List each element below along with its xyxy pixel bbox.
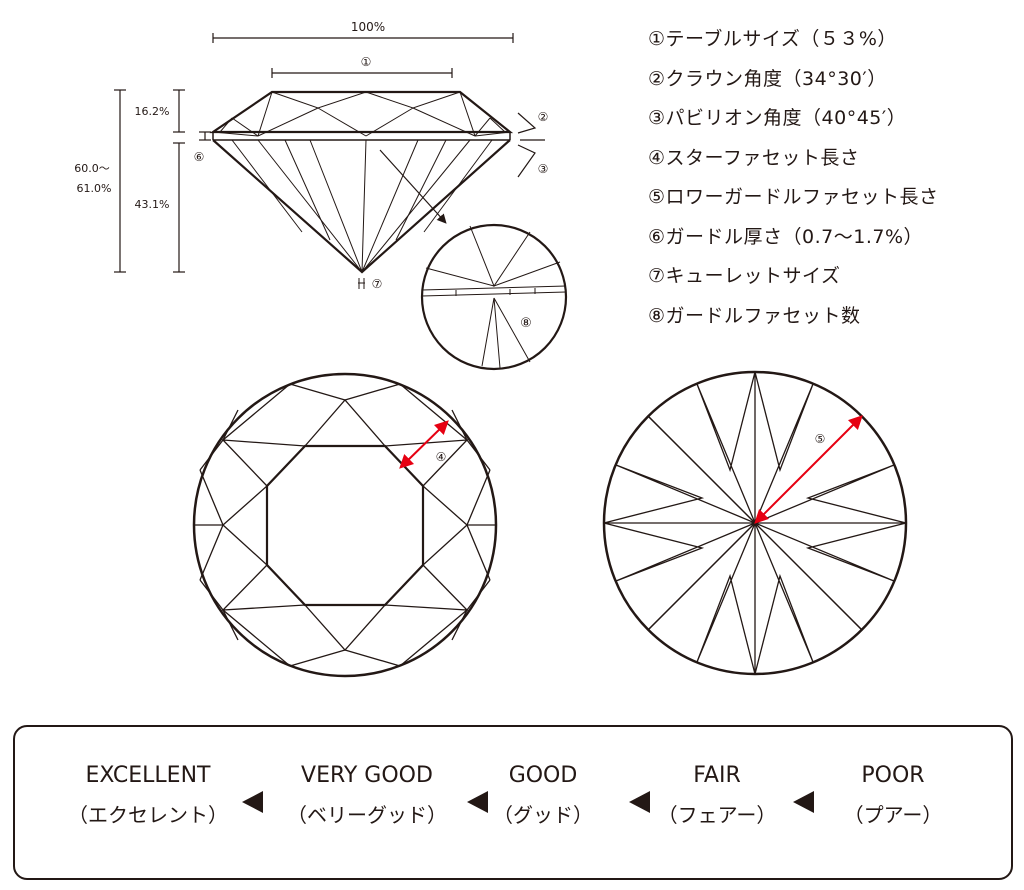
total-depth-label-line-2: 61.0% (77, 182, 112, 195)
pavilion-view-facets (603, 371, 907, 675)
total-width-label: 100% (351, 20, 385, 34)
table-octagon (265, 444, 425, 607)
grade-very-good: VERY GOOD （ベリーグッド） (257, 757, 477, 835)
grade-excellent-en: EXCELLENT (85, 763, 211, 788)
measurement-legend: ①テーブルサイズ（５３%） ②クラウン角度（34°30′） ③パビリオン角度（4… (648, 24, 939, 340)
pavilion-depth-label: 43.1% (135, 198, 170, 211)
detail-marker: ⑧ (520, 316, 532, 331)
legend-item-crown-angle: ②クラウン角度（34°30′） (648, 67, 887, 90)
pavilion-angle-marker: ③ (538, 162, 549, 176)
grade-fair-en: FAIR (693, 763, 741, 788)
culet-mark (358, 278, 365, 289)
table-dimension (271, 68, 453, 78)
legend-item-culet-size: ⑦キューレットサイズ (648, 265, 841, 287)
table-marker: ① (361, 55, 372, 69)
crown-height-label: 16.2% (135, 105, 170, 118)
girdle-band (212, 131, 511, 141)
grade-good: GOOD （グッド） (433, 757, 653, 835)
pavilion-bottom-view: ⑤ (602, 370, 908, 676)
grade-poor: POOR （プアー） (783, 757, 1003, 835)
grade-poor-jp: （プアー） (843, 803, 943, 827)
legend-item-lower-girdle-length: ⑤ロワーガードルファセット長さ (648, 186, 939, 208)
pavilion-facets (231, 139, 493, 273)
star-marker: ④ (436, 450, 447, 464)
legend-item-girdle-thickness: ⑥ガードル厚さ（0.7～1.7%） (648, 225, 924, 248)
grade-poor-en: POOR (861, 763, 925, 788)
crown-view-facets (194, 383, 496, 667)
left-arrow-icon (467, 791, 488, 813)
girdle-marker: ⑥ (194, 150, 205, 164)
legend-item-table-size: ①テーブルサイズ（５３%） (648, 28, 897, 50)
cut-diagram: 100% ① (74, 20, 908, 678)
legend-item-girdle-facet-count: ⑧ガードルファセット数 (648, 304, 861, 327)
angle-indicators (517, 112, 545, 178)
girdle-detail: ⑧ (420, 223, 568, 371)
grade-fair-jp: （フェアー） (657, 803, 777, 827)
crown-outline (209, 90, 514, 134)
culet-marker: ⑦ (372, 277, 383, 291)
left-arrow-icon (629, 791, 650, 813)
depth-dimensions (114, 89, 211, 273)
crown-angle-marker: ② (538, 110, 549, 124)
detail-pointer (379, 149, 447, 224)
grade-very-good-jp: （ベリーグッド） (287, 803, 447, 827)
left-arrow-icon (242, 791, 263, 813)
star-length-arrow (399, 420, 449, 469)
total-depth-label-line-1: 60.0～ (74, 162, 110, 175)
crown-facets (212, 91, 511, 137)
grade-good-en: GOOD (508, 763, 578, 788)
grade-very-good-en: VERY GOOD (301, 763, 433, 788)
left-arrow-icon (793, 791, 814, 813)
lower-girdle-marker: ⑤ (815, 432, 826, 446)
legend-item-star-length: ④スターファセット長さ (648, 146, 860, 169)
grade-excellent-jp: （エクセレント） (68, 803, 228, 827)
grade-good-jp: （グッド） (493, 803, 593, 827)
grade-excellent: EXCELLENT （エクセレント） (38, 757, 258, 835)
legend-item-pavilion-angle: ③パビリオン角度（40°45′） (648, 107, 907, 129)
crown-top-view: ④ (192, 372, 498, 678)
diamond-profile: 100% ① (74, 20, 548, 291)
total-width-dimension (212, 33, 514, 43)
lower-girdle-length-arrow (754, 415, 863, 524)
grade-fair: FAIR （フェアー） (607, 757, 827, 835)
cut-grade-scale: EXCELLENT （エクセレント） VERY GOOD （ベリーグッド） GO… (13, 725, 1013, 880)
